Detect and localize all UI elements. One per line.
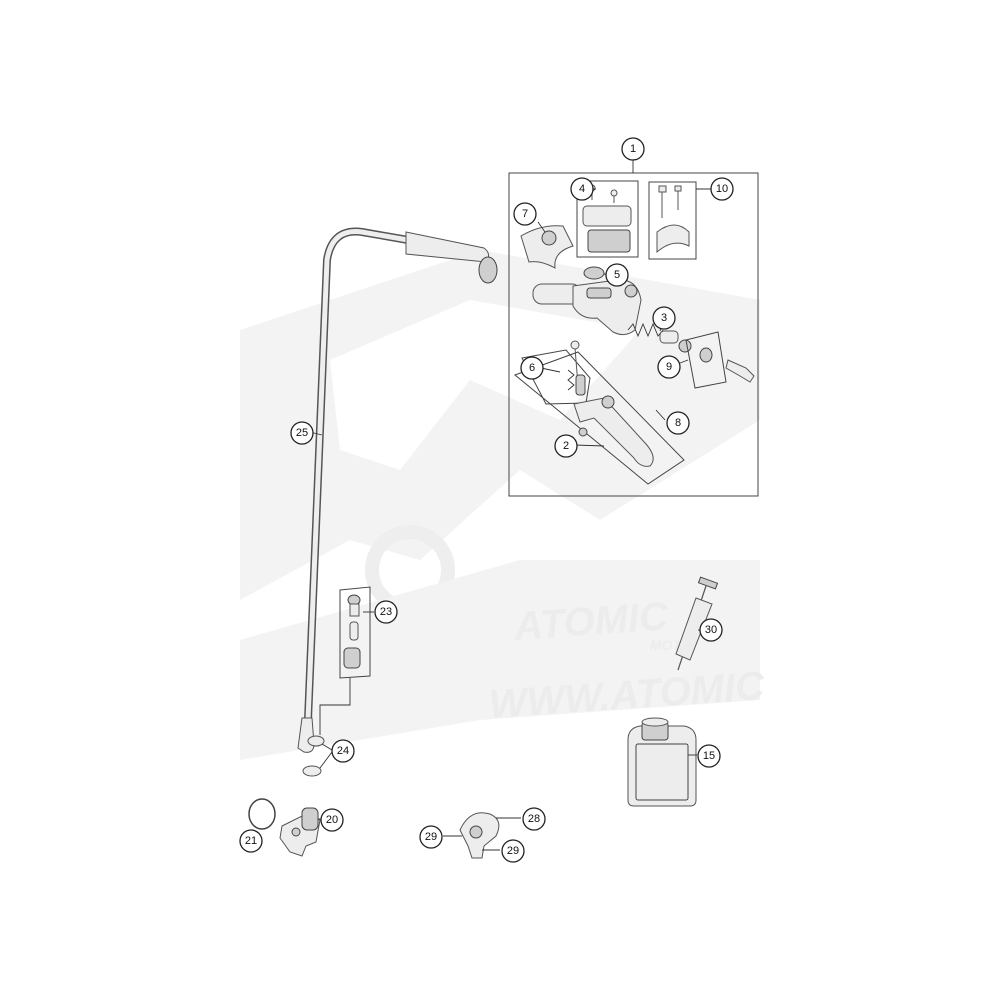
callout-1: 1 bbox=[621, 137, 645, 161]
part-clutch-hose bbox=[297, 227, 498, 753]
callout-21: 21 bbox=[239, 829, 263, 853]
callout-6: 6 bbox=[520, 356, 544, 380]
part-hydraulic-fluid bbox=[627, 717, 697, 807]
part-master-cylinder-body bbox=[532, 279, 642, 336]
svg-text:8: 8 bbox=[675, 417, 681, 429]
part-lever-group bbox=[514, 340, 685, 485]
part-lever-clamp bbox=[443, 812, 521, 859]
svg-text:7: 7 bbox=[522, 208, 528, 220]
svg-text:30: 30 bbox=[705, 624, 717, 636]
part-slave-cylinder bbox=[279, 807, 322, 857]
callout-29-left: 29 bbox=[419, 825, 443, 849]
part-diaphragm bbox=[583, 266, 605, 280]
svg-text:9: 9 bbox=[666, 361, 672, 373]
svg-text:20: 20 bbox=[326, 814, 338, 826]
svg-text:1: 1 bbox=[630, 143, 636, 155]
callout-4: 4 bbox=[570, 177, 594, 201]
callout-2: 2 bbox=[554, 434, 578, 458]
part-handlebar-clamp bbox=[648, 181, 697, 260]
watermark-logo: ATOMIC bbox=[512, 594, 671, 649]
part-washers bbox=[302, 735, 333, 777]
svg-text:29: 29 bbox=[425, 831, 437, 843]
svg-text:29: 29 bbox=[507, 845, 519, 857]
callout-20: 20 bbox=[320, 808, 344, 832]
assembly-frame bbox=[508, 172, 759, 497]
svg-text:4: 4 bbox=[579, 183, 585, 195]
callout-5: 5 bbox=[605, 263, 629, 287]
callout-7: 7 bbox=[513, 202, 537, 226]
callout-28: 28 bbox=[522, 807, 546, 831]
svg-text:24: 24 bbox=[337, 745, 349, 757]
callout-24: 24 bbox=[331, 739, 355, 763]
svg-text:3: 3 bbox=[661, 312, 667, 324]
callout-10: 10 bbox=[710, 177, 734, 201]
callout-8: 8 bbox=[666, 411, 690, 435]
callout-9: 9 bbox=[657, 355, 681, 379]
svg-text:2: 2 bbox=[563, 440, 569, 452]
callout-3: 3 bbox=[652, 306, 676, 330]
callouts: 1 2 3 4 5 6 7 8 9 10 15 20 21 23 24 25 2… bbox=[239, 137, 734, 863]
svg-text:10: 10 bbox=[716, 183, 728, 195]
part-o-ring bbox=[248, 798, 276, 830]
svg-text:21: 21 bbox=[245, 835, 257, 847]
svg-text:28: 28 bbox=[528, 813, 540, 825]
svg-text:6: 6 bbox=[529, 362, 535, 374]
part-reservoir-cover bbox=[576, 180, 639, 258]
part-push-rod bbox=[685, 331, 755, 389]
callout-15: 15 bbox=[697, 744, 721, 768]
callout-29-right: 29 bbox=[501, 839, 525, 863]
callout-25: 25 bbox=[290, 421, 314, 445]
callout-23: 23 bbox=[374, 600, 398, 624]
svg-text:5: 5 bbox=[614, 269, 620, 281]
svg-text:23: 23 bbox=[380, 606, 392, 618]
part-bleed-fittings bbox=[319, 586, 374, 735]
part-bracket bbox=[520, 225, 574, 269]
svg-text:25: 25 bbox=[296, 427, 308, 439]
part-bleed-syringe bbox=[675, 576, 719, 671]
callout-30: 30 bbox=[699, 618, 723, 642]
svg-text:15: 15 bbox=[703, 750, 715, 762]
